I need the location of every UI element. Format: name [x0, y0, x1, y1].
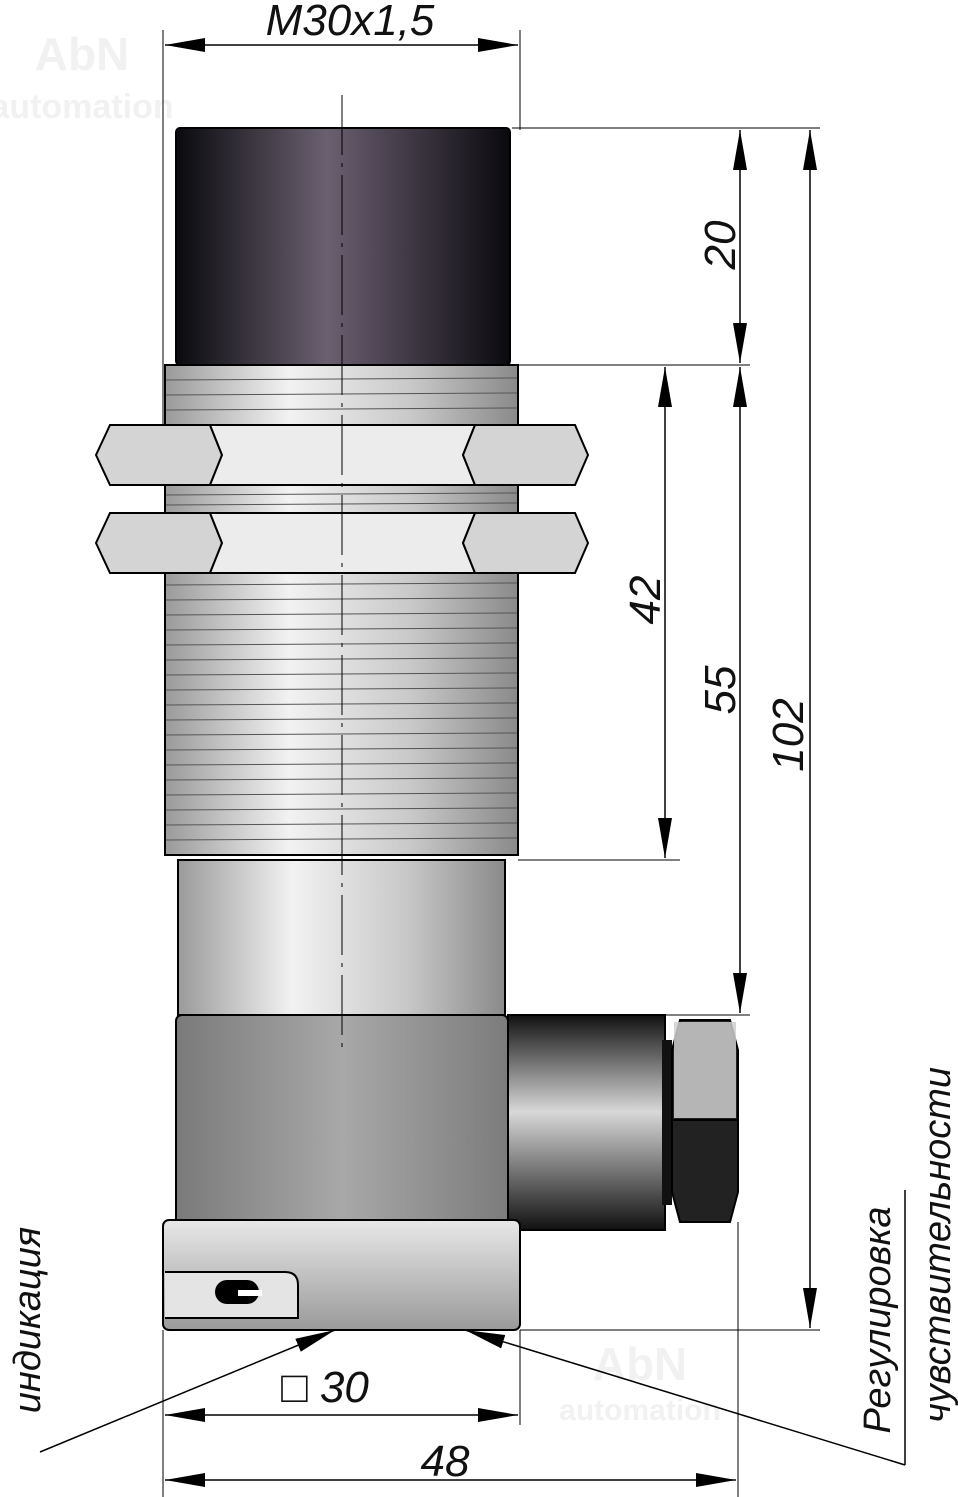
dim-20-label: 20: [696, 220, 745, 270]
indicator-led-icon: [165, 1271, 299, 1319]
adjustment-connector: [507, 1014, 666, 1231]
indication-label: индикация: [7, 1227, 49, 1413]
connector-ring: [662, 1040, 672, 1205]
watermark-top: AbN automation: [0, 28, 174, 126]
svg-text:automation: automation: [0, 88, 174, 126]
dim-48-label: 48: [421, 1437, 470, 1486]
svg-text:automation: automation: [559, 1394, 721, 1427]
dim-30-label: □ 30: [281, 1363, 369, 1412]
dim-102-label: 102: [764, 698, 813, 771]
screw-highlight: [674, 1022, 736, 1118]
sensitivity-label-line2: чувствительности: [917, 1067, 958, 1423]
svg-text:AbN: AbN: [593, 1338, 688, 1390]
dim-thread-label: M30x1,5: [266, 0, 435, 45]
sensing-cap: [175, 127, 511, 366]
indication-leader: [39, 1329, 336, 1453]
dim-42-label: 42: [621, 576, 670, 625]
dim-55-label: 55: [696, 665, 745, 714]
sensitivity-label-line1: Регулировка: [857, 1206, 899, 1433]
svg-text:AbN: AbN: [35, 28, 130, 80]
sensitivity-leader: [464, 1329, 906, 1466]
watermark-bottom: AbN automation: [559, 1338, 721, 1427]
extension-lines: [162, 30, 820, 1497]
